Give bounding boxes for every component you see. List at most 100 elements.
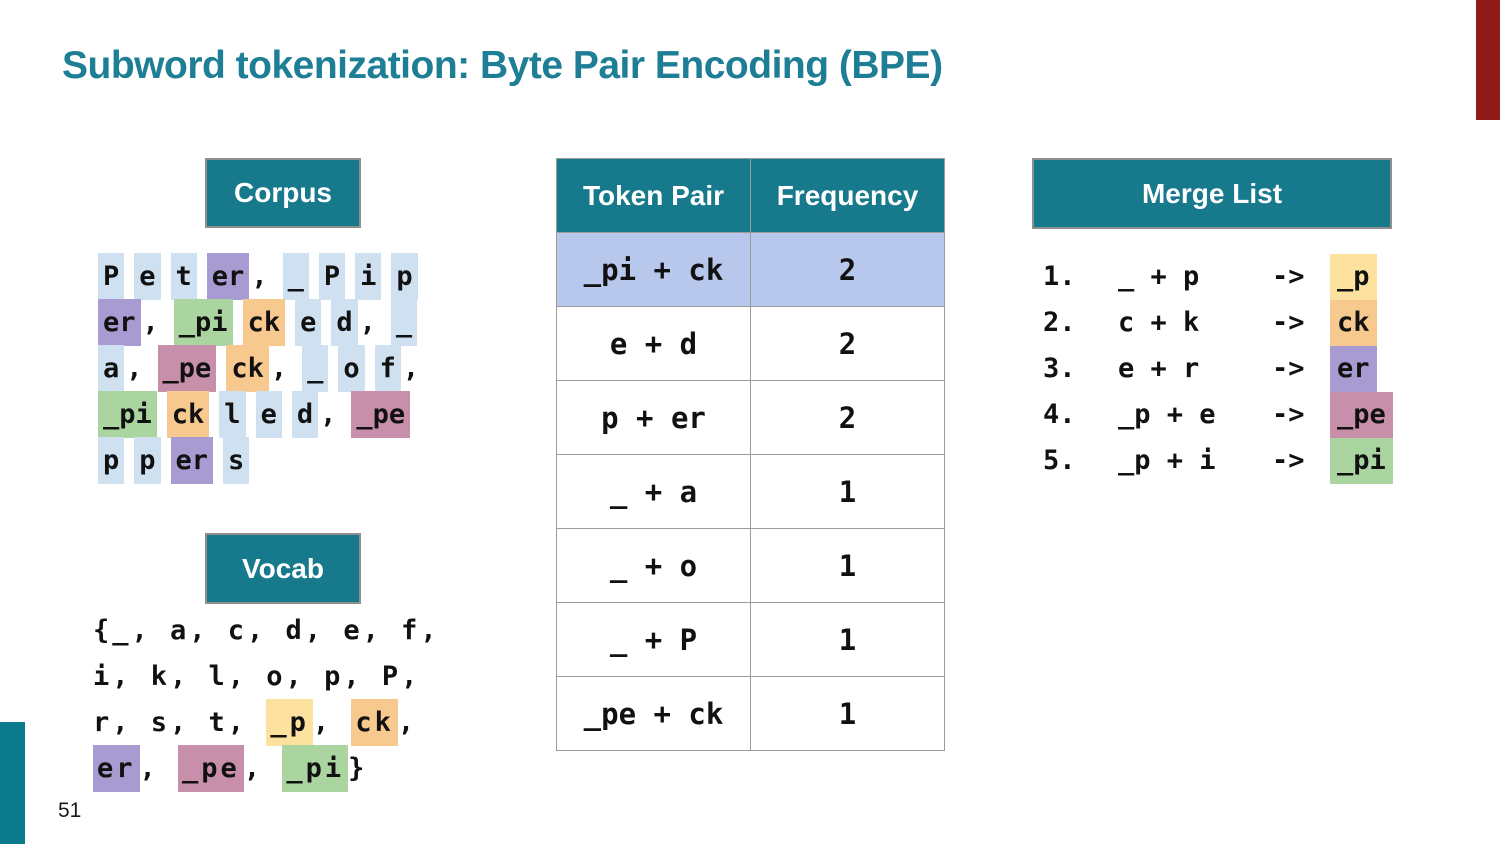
arrow-glyph: -> <box>1272 353 1305 384</box>
pair-cell: _pi + ck <box>556 232 751 307</box>
corpus-token-highlighted: p <box>134 437 161 484</box>
corpus-token-highlighted: _pi <box>98 391 157 438</box>
corpus-token-highlighted: f <box>374 345 401 392</box>
vocab-token-highlighted: er <box>93 745 140 792</box>
corpus-header: Corpus <box>205 158 361 228</box>
merge-rule-result-token: _pe <box>1330 392 1393 438</box>
page-number: 51 <box>58 799 82 822</box>
corpus-token-highlighted: p <box>98 437 125 484</box>
frequency-cell: 2 <box>750 306 945 381</box>
corpus-token-highlighted: t <box>170 253 197 300</box>
merge-rule: 1. _ + p -> _p <box>1043 254 1393 300</box>
frequency-cell: 1 <box>750 528 945 603</box>
merge-rule-pair: _p + e <box>1118 399 1216 430</box>
vocab-token: , <box>243 753 283 784</box>
vocab-text: {_, a, c, d, e, f, i, k, l, o, p, P, r, s,… <box>93 608 440 792</box>
vocab-token-highlighted: ck <box>351 699 398 746</box>
frequency-cell: 2 <box>750 232 945 307</box>
frequency-cell: 1 <box>750 454 945 529</box>
corpus-token-highlighted: d <box>331 299 358 346</box>
merge-rule-number: 1. <box>1043 261 1076 292</box>
corpus-token-highlighted: o <box>338 345 365 392</box>
corpus-token-highlighted: P <box>98 253 125 300</box>
corpus-token-highlighted: e <box>255 391 282 438</box>
arrow-glyph: -> <box>1272 399 1305 430</box>
corpus-token-highlighted: d <box>291 391 319 438</box>
vocab-token-highlighted: _pi <box>282 745 349 792</box>
corpus-token-highlighted: _pe <box>157 345 217 392</box>
column-header: Token Pair <box>556 158 751 233</box>
corpus-token-highlighted: _ <box>390 299 418 346</box>
arrow-glyph: -> <box>1272 261 1305 292</box>
bottom-left-accent-bar <box>0 722 25 844</box>
vocab-line: r, s, t, _p, ck, <box>93 699 440 746</box>
corpus-token-highlighted: er <box>206 253 250 300</box>
merge-rule-result-token: ck <box>1330 300 1377 346</box>
frequency-cell: 1 <box>750 676 945 751</box>
merge-rule-pair: _p + i <box>1118 445 1216 476</box>
corpus-token-highlighted: ck <box>226 345 269 392</box>
corpus-token-highlighted: e <box>134 253 161 300</box>
vocab-token: r, s, t, <box>93 707 267 738</box>
frequency-cell: 2 <box>750 380 945 455</box>
corpus-token: , <box>359 307 376 338</box>
corpus-token-highlighted: _pi <box>173 299 233 346</box>
merge-rule-number: 2. <box>1043 307 1076 338</box>
corpus-token: , <box>270 353 288 384</box>
corpus-token-highlighted: i <box>355 253 382 300</box>
corpus-token-highlighted: ck <box>166 391 210 438</box>
corpus-token-highlighted: P <box>318 253 346 300</box>
merge-rule-number: 4. <box>1043 399 1076 430</box>
merge-rule-result-token: _pi <box>1330 438 1393 484</box>
merge-rule: 4. _p + e -> _pe <box>1043 392 1393 438</box>
vocab-token-highlighted: _p <box>266 699 313 746</box>
vocab-token: , <box>312 707 352 738</box>
corpus-token: , <box>142 307 159 338</box>
merge-rule: 3.e + r->er <box>1043 346 1393 392</box>
vocab-header: Vocab <box>205 533 361 604</box>
corpus-token: , <box>251 261 268 292</box>
merge-rule-pair: c + k <box>1118 307 1200 338</box>
corpus-token-highlighted: _ <box>282 253 309 300</box>
merge-rule-number: 5. <box>1043 445 1076 476</box>
merge-rule-result-token: _p <box>1330 254 1377 300</box>
pair-cell: _ + o <box>556 528 751 603</box>
corpus-token: , <box>402 353 420 384</box>
vocab-token: i, k, l, o, p, P, <box>93 661 421 692</box>
merge-rule-pair: e + r <box>1118 353 1200 384</box>
corpus-token-highlighted: e <box>295 299 322 346</box>
pair-cell: _pe + ck <box>556 676 751 751</box>
pair-cell: _ + a <box>556 454 751 529</box>
corpus-token-highlighted: l <box>219 391 246 438</box>
merge-rule-result-token: er <box>1330 346 1377 392</box>
corpus-token-highlighted: _ <box>302 345 329 392</box>
merge-rule-pair: _ + p <box>1118 261 1200 292</box>
corpus-token-highlighted: er <box>170 437 214 484</box>
corpus-token: , <box>320 399 337 430</box>
vocab-line: {_, a, c, d, e, f, <box>93 608 440 654</box>
vocab-token-highlighted: _pe <box>178 745 244 792</box>
vocab-token: {_, a, c, d, e, f, <box>93 615 440 646</box>
frequency-cell: 1 <box>750 602 945 677</box>
column-header: Frequency <box>750 158 945 233</box>
vocab-line: i, k, l, o, p, P, <box>93 654 440 700</box>
corpus-token-highlighted: a <box>98 345 125 392</box>
arrow-glyph: -> <box>1272 445 1305 476</box>
corpus-token-highlighted: s <box>223 437 250 484</box>
corpus-token: , <box>126 353 143 384</box>
slide-title: Subword tokenization: Byte Pair Encoding… <box>62 44 943 87</box>
pair-cell: _ + P <box>556 602 751 677</box>
vocab-token: , <box>397 707 418 738</box>
